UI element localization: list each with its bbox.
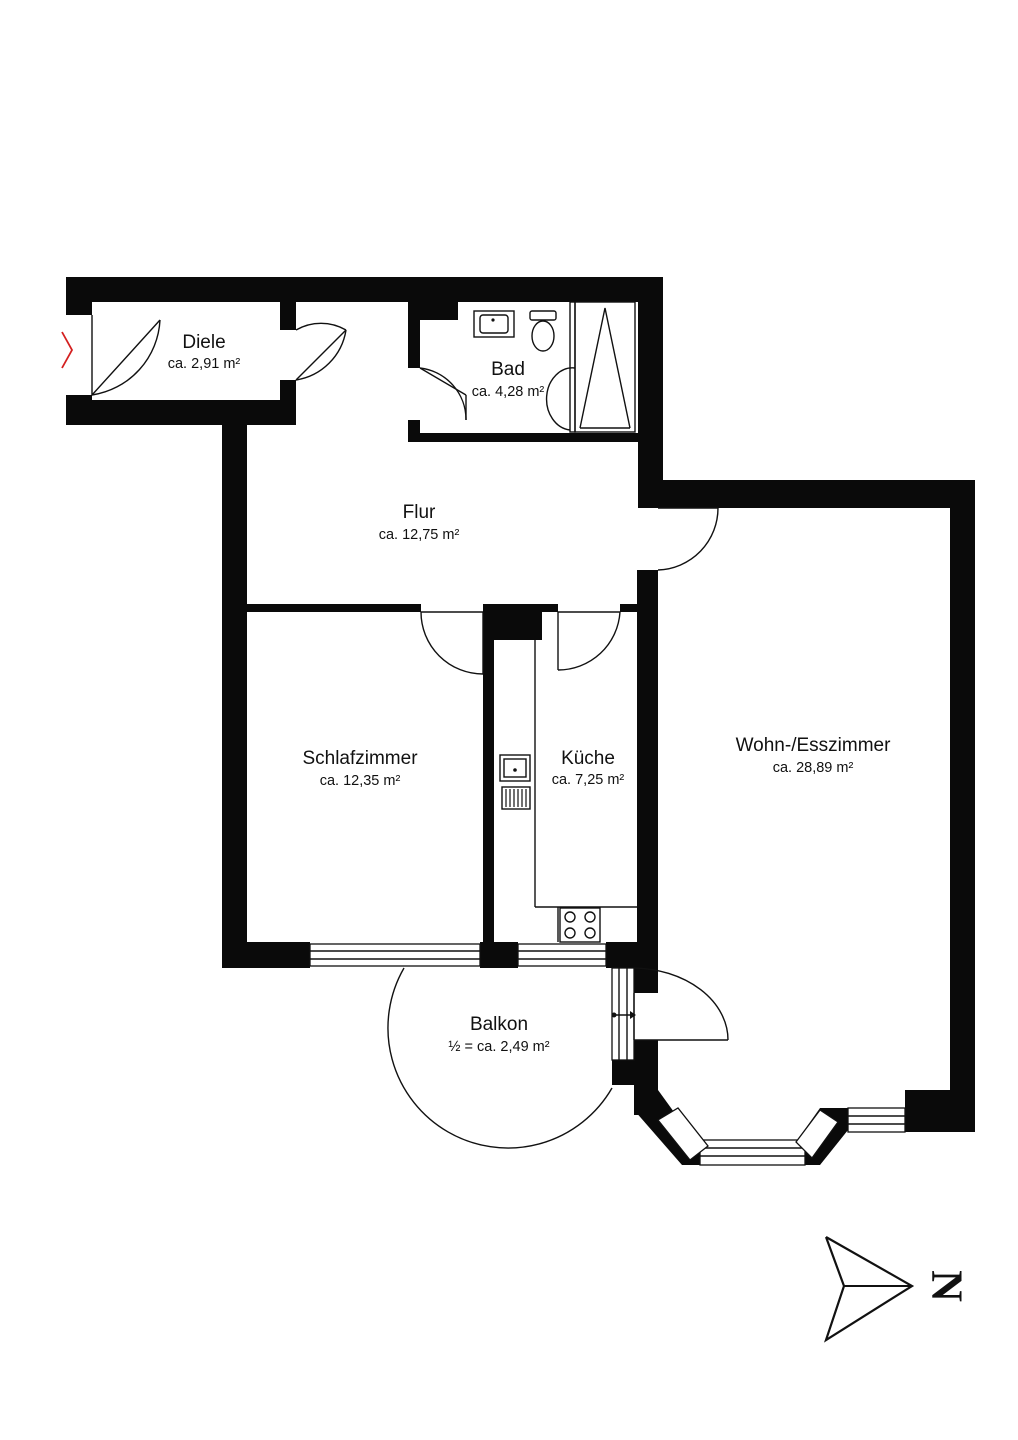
toilet-icon [529,310,557,352]
room-wohn-esszimmer: Wohn-/Esszimmer ca. 28,89 m² [736,735,892,776]
room-area: ca. 4,28 m² [472,384,545,400]
room-name: Balkon [470,1014,528,1035]
room-area: ca. 7,25 m² [552,772,625,788]
room-schlafzimmer: Schlafzimmer ca. 12,35 m² [302,748,418,789]
walls [66,277,975,1165]
room-name: Bad [491,359,525,380]
windows [309,943,906,1166]
room-bad: Bad ca. 4,28 m² [472,359,545,400]
room-area: ½ = ca. 2,49 m² [448,1039,549,1055]
room-flur: Flur ca. 12,75 m² [379,502,460,543]
stove-icon [559,907,601,943]
north-label: N [923,1270,972,1302]
kitchen-counter [534,640,637,942]
washbasin-icon [473,310,515,338]
sink-icon [499,754,531,810]
room-balkon: Balkon ½ = ca. 2,49 m² [448,1014,549,1055]
room-area: ca. 28,89 m² [773,760,854,776]
room-area: ca. 2,91 m² [168,356,241,372]
room-name: Diele [182,332,225,353]
doors [91,315,729,1041]
shower-icon [545,301,636,433]
balcony-outline [387,967,613,1149]
room-name: Schlafzimmer [302,748,418,769]
room-diele: Diele ca. 2,91 m² [168,332,241,372]
room-name: Küche [561,748,615,769]
entrance-arrow-icon [61,331,74,369]
room-kueche: Küche ca. 7,25 m² [552,748,625,788]
room-name: Wohn-/Esszimmer [736,735,892,756]
room-name: Flur [403,502,436,523]
room-area: ca. 12,75 m² [379,527,460,543]
north-arrow-icon [823,1236,915,1343]
room-area: ca. 12,35 m² [320,773,401,789]
